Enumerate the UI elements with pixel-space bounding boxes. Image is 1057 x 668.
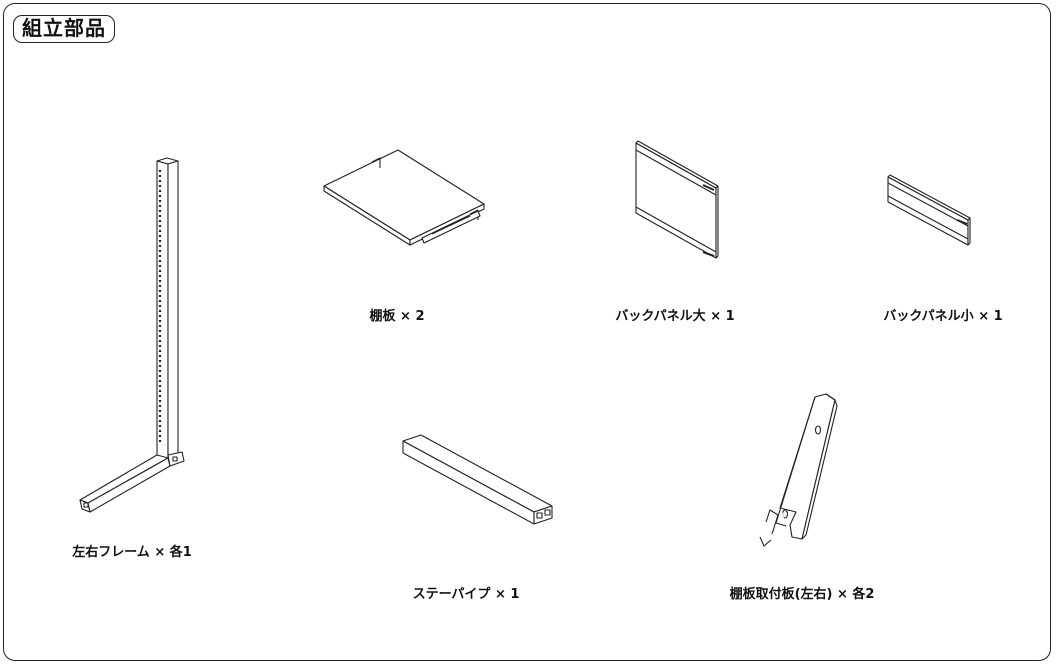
diagram-border <box>3 3 1051 661</box>
back-panel-large-label: バックパネル大 × 1 <box>615 309 735 324</box>
shelf-board-label: 棚板 × 2 <box>369 309 425 324</box>
stay-pipe-label: ステーパイプ × 1 <box>412 587 520 602</box>
shelf-bracket-label: 棚板取付板(左右) × 各2 <box>729 587 875 602</box>
side-frame-drawing <box>80 158 184 512</box>
back-panel-small-label: バックパネル小 × 1 <box>883 309 1003 324</box>
parts-title: 組立部品 <box>13 15 115 43</box>
shelf-bracket-drawing <box>760 394 837 546</box>
side-frame-label: 左右フレーム × 各1 <box>72 545 192 560</box>
back-panel-large-drawing <box>636 141 718 258</box>
back-panel-small-drawing <box>888 175 970 245</box>
stay-pipe-drawing <box>403 435 552 524</box>
shelf-board-drawing <box>324 150 484 245</box>
